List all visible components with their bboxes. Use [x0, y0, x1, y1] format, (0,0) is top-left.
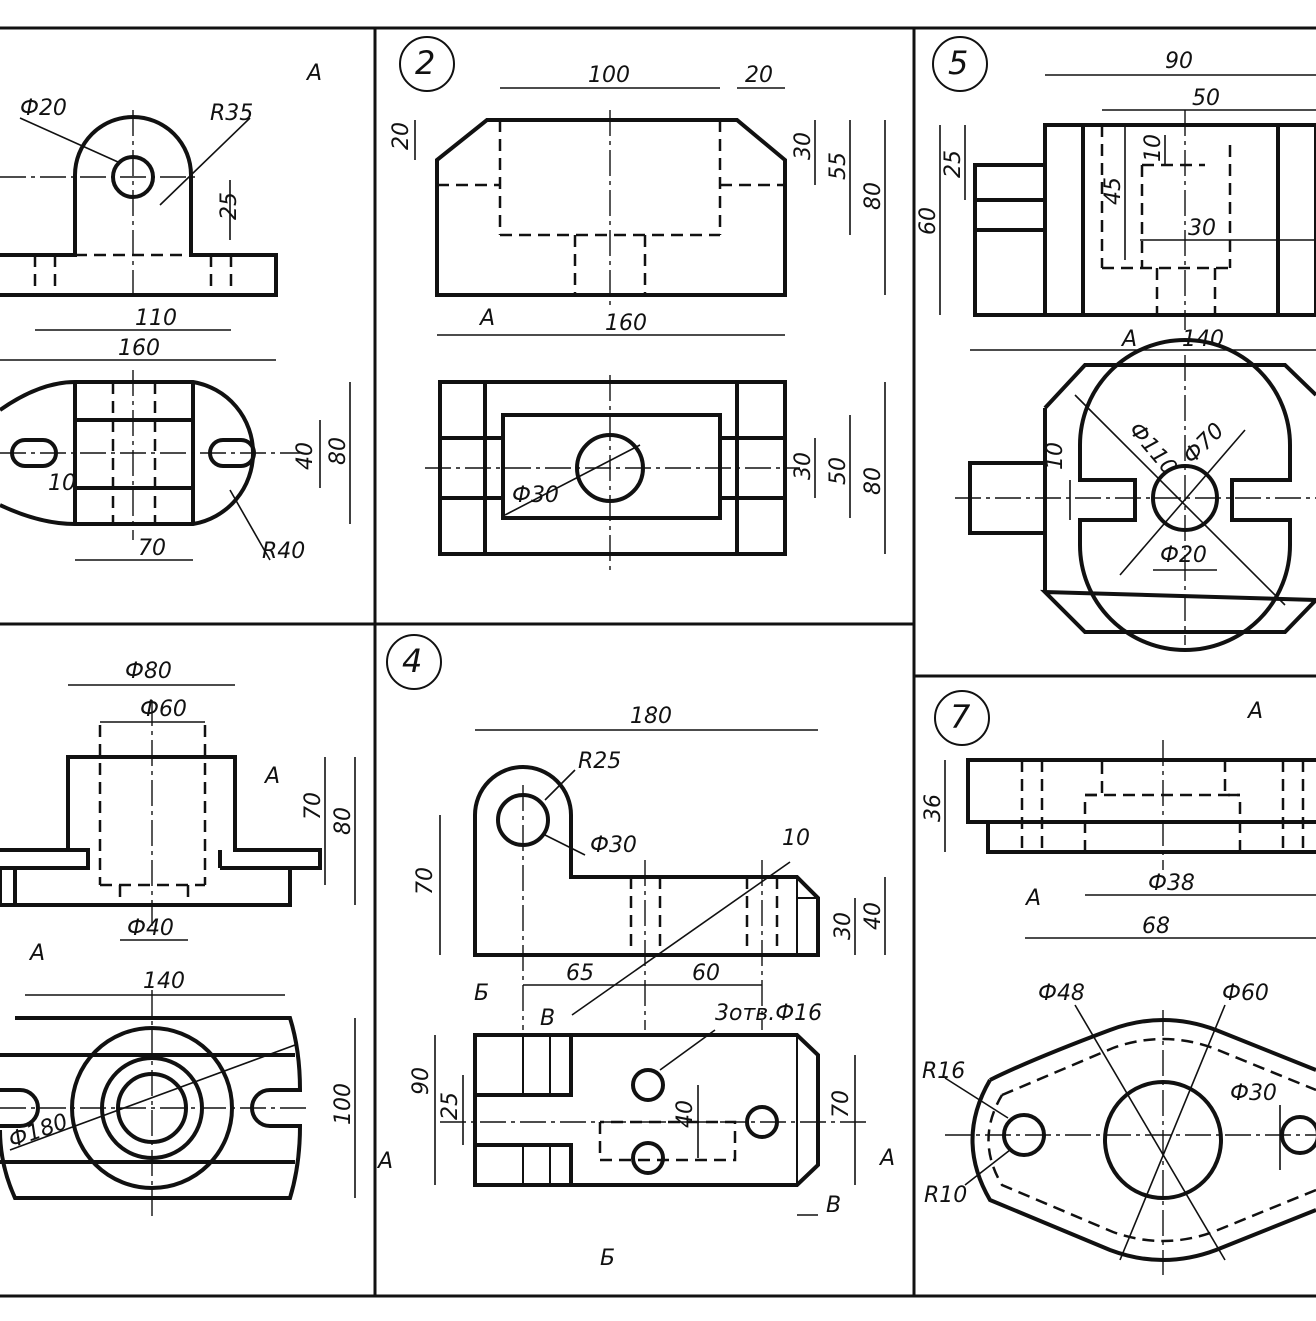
p4-label: Б — [600, 1246, 615, 1271]
p5-label: Ф20 — [1160, 543, 1207, 568]
p7-label: Ф60 — [1222, 981, 1269, 1006]
p7-label: 36 — [921, 794, 946, 822]
p4-label: 10 — [782, 826, 810, 851]
p2-section-mark: A — [478, 306, 495, 331]
p4-label: Б — [474, 981, 489, 1006]
panel-3: Ф80 Ф60 70 80 Ф40 A A 140 100 Ф180 — [0, 659, 356, 1220]
p7-section-mark: A — [1024, 886, 1041, 911]
p1-label: 10 — [48, 471, 76, 496]
p3-label: 140 — [143, 969, 185, 994]
p2-number: 2 — [415, 44, 435, 82]
p2-label: 30 — [791, 132, 816, 160]
p5-label: 10 — [1043, 442, 1068, 470]
p5-label: 25 — [941, 150, 966, 178]
p7-label: Ф48 — [1038, 981, 1085, 1006]
p3-section-mark: A — [263, 764, 280, 789]
p5-label: 10 — [1141, 134, 1166, 162]
p1-label: 110 — [135, 306, 177, 331]
p4-section-mark: A — [376, 1149, 393, 1174]
p4-label: 40 — [673, 1100, 698, 1128]
panel-5: 5 90 50 10 45 25 60 30 140 A — [916, 36, 1316, 652]
p2-label: 80 — [861, 182, 886, 210]
p7-section-mark: A — [1246, 699, 1263, 724]
p4-label: В — [826, 1193, 841, 1218]
p4-label: 40 — [861, 902, 886, 930]
p3-label: Ф80 — [125, 659, 172, 684]
p1-label: R35 — [210, 101, 253, 126]
p4-label: 3отв.Ф16 — [715, 1001, 822, 1026]
p5-label: 30 — [1188, 216, 1216, 241]
panel-1: Ф20 R35 25 110 160 A 10 40 80 70 R40 — [0, 61, 351, 564]
p1-section-mark: A — [305, 61, 322, 86]
p2-label: 30 — [791, 452, 816, 480]
p2-label: 20 — [389, 122, 414, 150]
p7-label: Ф38 — [1148, 871, 1195, 896]
p4-number: 4 — [402, 642, 422, 680]
p2-label: 100 — [588, 63, 630, 88]
p2-label: 50 — [826, 457, 851, 485]
p2-label: 55 — [826, 152, 851, 180]
p4-label: 70 — [829, 1090, 854, 1118]
p5-label: 60 — [916, 207, 941, 235]
p1-label: R40 — [262, 539, 305, 564]
p4-label: 25 — [438, 1092, 463, 1120]
p7-number: 7 — [950, 698, 971, 736]
p3-label: 80 — [331, 807, 356, 835]
panel-2: 2 100 20 20 30 55 80 160 A — [389, 36, 886, 570]
p5-number: 5 — [948, 44, 968, 82]
p3-label: 70 — [301, 792, 326, 820]
p5-label: Ф70 — [1179, 418, 1230, 469]
p1-label: 160 — [118, 336, 160, 361]
p2-label: Ф30 — [512, 483, 559, 508]
p2-label: 20 — [745, 63, 773, 88]
p5-label: 45 — [1101, 177, 1126, 205]
p4-label: 70 — [413, 867, 438, 895]
p2-label: 80 — [861, 467, 886, 495]
p1-label: 80 — [326, 437, 351, 465]
p3-label: Ф60 — [140, 697, 187, 722]
p5-section-mark: A — [1120, 327, 1137, 352]
panel-7: 7 36 Ф38 68 A A Ф48 Ф60 R16 Ф30 — [921, 690, 1316, 1275]
p7-label: 68 — [1142, 914, 1170, 939]
panel-4: 4 180 R25 Ф30 70 30 40 65 60 Б В 10 3отв… — [376, 634, 895, 1271]
p2-label: 160 — [605, 311, 647, 336]
p5-label: Ф110 — [1123, 418, 1181, 481]
panel-borders — [0, 26, 1316, 1298]
p4-label: 65 — [566, 961, 594, 986]
p4-label: 180 — [630, 704, 672, 729]
p4-section-mark: A — [878, 1146, 895, 1171]
p3-label: 100 — [331, 1083, 356, 1125]
p3-label: Ф40 — [127, 916, 174, 941]
p7-label: R16 — [922, 1059, 965, 1084]
p7-label: Ф30 — [1230, 1081, 1277, 1106]
p5-label: 90 — [1165, 49, 1193, 74]
p5-label: 50 — [1192, 86, 1220, 111]
p4-label: 60 — [692, 961, 720, 986]
p4-label: 30 — [831, 912, 856, 940]
p1-label: Ф20 — [20, 96, 67, 121]
p3-section-mark: A — [28, 941, 45, 966]
p1-label: 25 — [217, 192, 242, 220]
p7-label: R10 — [924, 1183, 967, 1208]
p4-label: 90 — [409, 1067, 434, 1095]
p1-label: 40 — [293, 442, 318, 470]
p4-label: R25 — [578, 749, 621, 774]
p4-label: Ф30 — [590, 833, 637, 858]
p1-label: 70 — [138, 536, 166, 561]
p4-label: В — [540, 1006, 555, 1031]
